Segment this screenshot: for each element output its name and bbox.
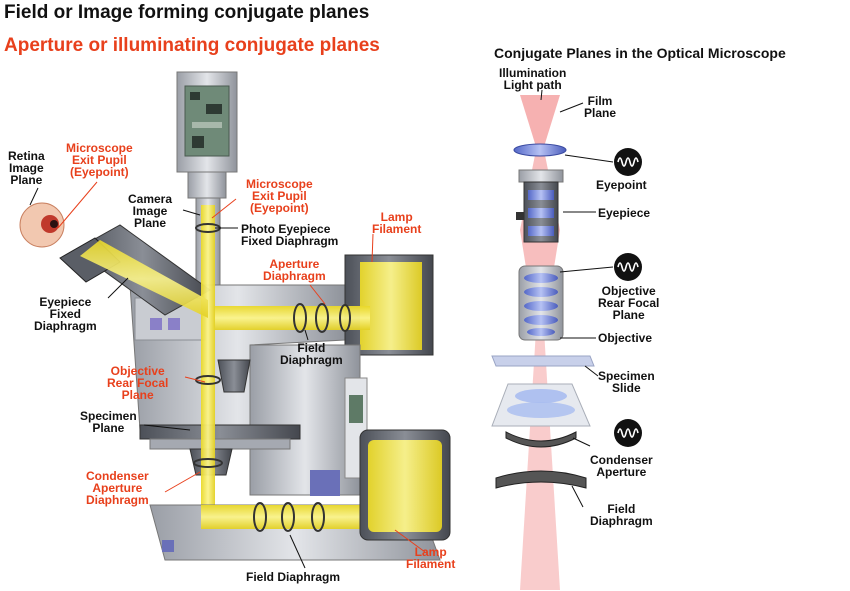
illumination-light-path [520, 95, 560, 150]
left-leader-lines [29, 181, 426, 569]
field-diaphragm-ring [495, 470, 587, 489]
right-leader-lines [540, 89, 614, 508]
microscope-illustration [19, 71, 451, 561]
specimen-slide [491, 355, 595, 367]
eyepiece-assembly [516, 169, 564, 243]
heading-aperture-planes: Aperture or illuminating conjugate plane… [4, 35, 380, 56]
objective-assembly [518, 265, 564, 341]
right-diagram-title: Conjugate Planes in the Optical Microsco… [494, 45, 786, 61]
label-objective: Objective [598, 331, 653, 345]
film-plane-lens [513, 143, 567, 157]
condenser-plane-icon [614, 419, 642, 447]
vertical-light-path [201, 205, 215, 510]
conjugate-planes-illustration [491, 95, 642, 590]
label-eyepoint: Eyepoint [596, 178, 647, 192]
microscope-stand [249, 344, 361, 496]
heading-field-planes: Field or Image forming conjugate planes [4, 2, 370, 23]
label-eyepiece: Eyepiece [598, 206, 651, 220]
aperture-plane-icon [614, 148, 642, 176]
label-field-diaphragm-bottom: Field Diaphragm [246, 570, 341, 584]
objective-plane-icon [614, 253, 642, 281]
